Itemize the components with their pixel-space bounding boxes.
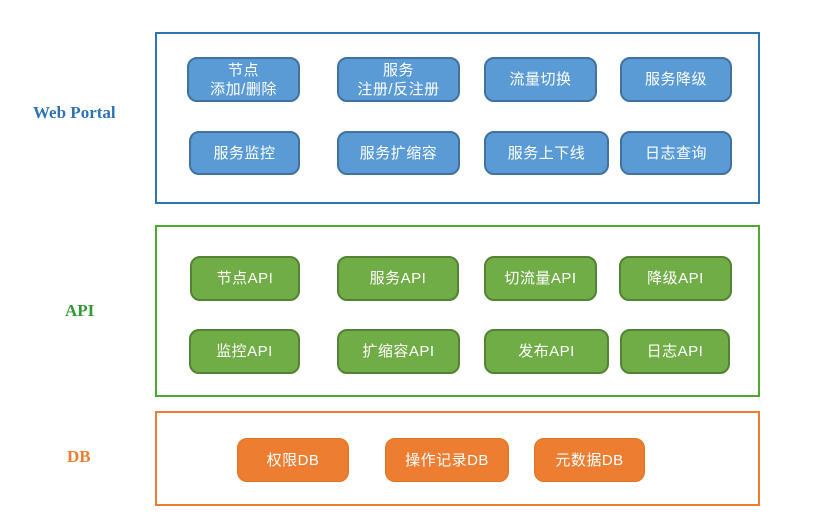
service-monitor-box: 服务监控 xyxy=(189,131,300,175)
db-layer-box: 权限DB 操作记录DB 元数据DB xyxy=(155,411,760,506)
service-scale-box: 服务扩缩容 xyxy=(337,131,460,175)
log-api-box: 日志API xyxy=(620,329,730,374)
layer-label-db: DB xyxy=(67,447,91,466)
service-api-box: 服务API xyxy=(337,256,459,301)
switch-traffic-api-box: 切流量API xyxy=(484,256,597,301)
service-degrade-box: 服务降级 xyxy=(620,57,732,102)
degrade-api-box: 降级API xyxy=(619,256,732,301)
scale-api-box: 扩缩容API xyxy=(337,329,460,374)
publish-api-box: 发布API xyxy=(484,329,609,374)
layer-label-api: API xyxy=(65,301,95,320)
operation-record-db-box: 操作记录DB xyxy=(385,438,509,482)
metadata-db-box: 元数据DB xyxy=(534,438,645,482)
traffic-switch-box: 流量切换 xyxy=(484,57,597,102)
node-add-delete-box: 节点 添加/删除 xyxy=(187,57,300,102)
service-register-unregister-box: 服务 注册/反注册 xyxy=(337,57,460,102)
monitor-api-box: 监控API xyxy=(189,329,300,374)
web-portal-layer-box: 节点 添加/删除 服务 注册/反注册 流量切换 服务降级 服务监控 服务扩缩容 … xyxy=(155,32,760,204)
api-layer-box: 节点API 服务API 切流量API 降级API 监控API 扩缩容API 发布… xyxy=(155,225,760,397)
layer-label-web-portal: Web Portal xyxy=(33,103,116,122)
log-query-box: 日志查询 xyxy=(620,131,732,175)
node-api-box: 节点API xyxy=(190,256,300,301)
permission-db-box: 权限DB xyxy=(237,438,349,482)
service-online-offline-box: 服务上下线 xyxy=(484,131,609,175)
